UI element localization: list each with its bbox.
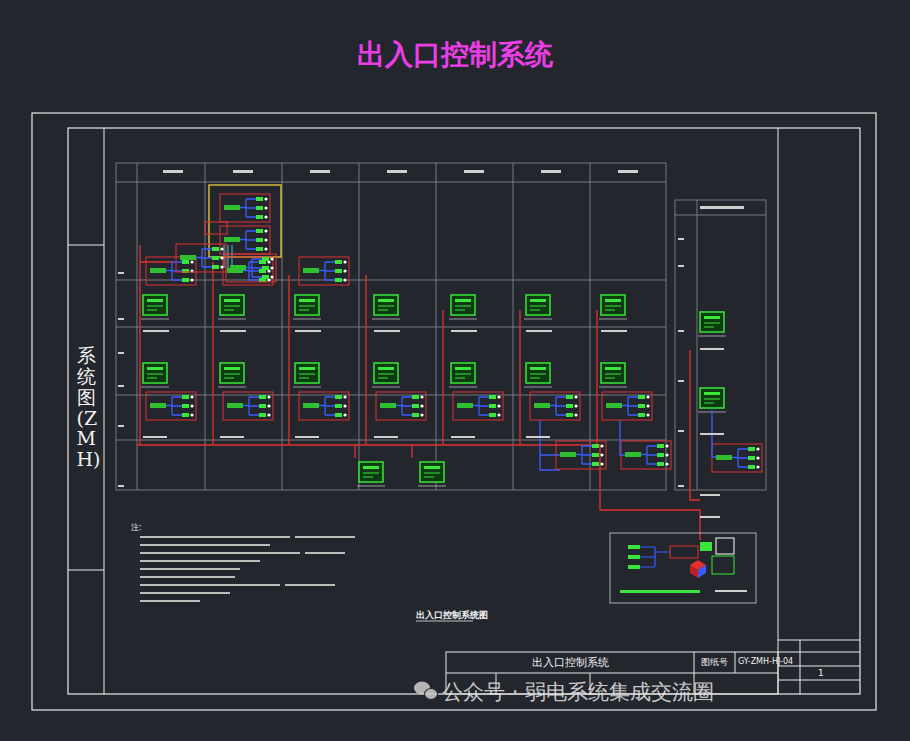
node-text: 图纸号 xyxy=(701,656,728,669)
drawing-type-band: 系统图(ZMH) xyxy=(69,246,103,569)
drawing-number-cell: 图纸号 xyxy=(695,653,734,672)
title-cell: 出入口控制系统 xyxy=(447,653,693,672)
node-text: 系统图(ZMH) xyxy=(77,345,96,470)
node-text: 出入口控制系统 xyxy=(532,655,609,670)
drawing-caption: 出入口控制系统图 xyxy=(416,609,488,622)
sheet-number: 1 xyxy=(818,668,824,678)
page-title: 出入口控制系统 xyxy=(0,36,910,74)
notes-heading: 注: xyxy=(131,522,142,533)
drawing-number: GY-ZMH-HJ-04 xyxy=(738,657,793,666)
watermark: 公众号 · 弱电系统集成交流圈 xyxy=(442,678,714,706)
